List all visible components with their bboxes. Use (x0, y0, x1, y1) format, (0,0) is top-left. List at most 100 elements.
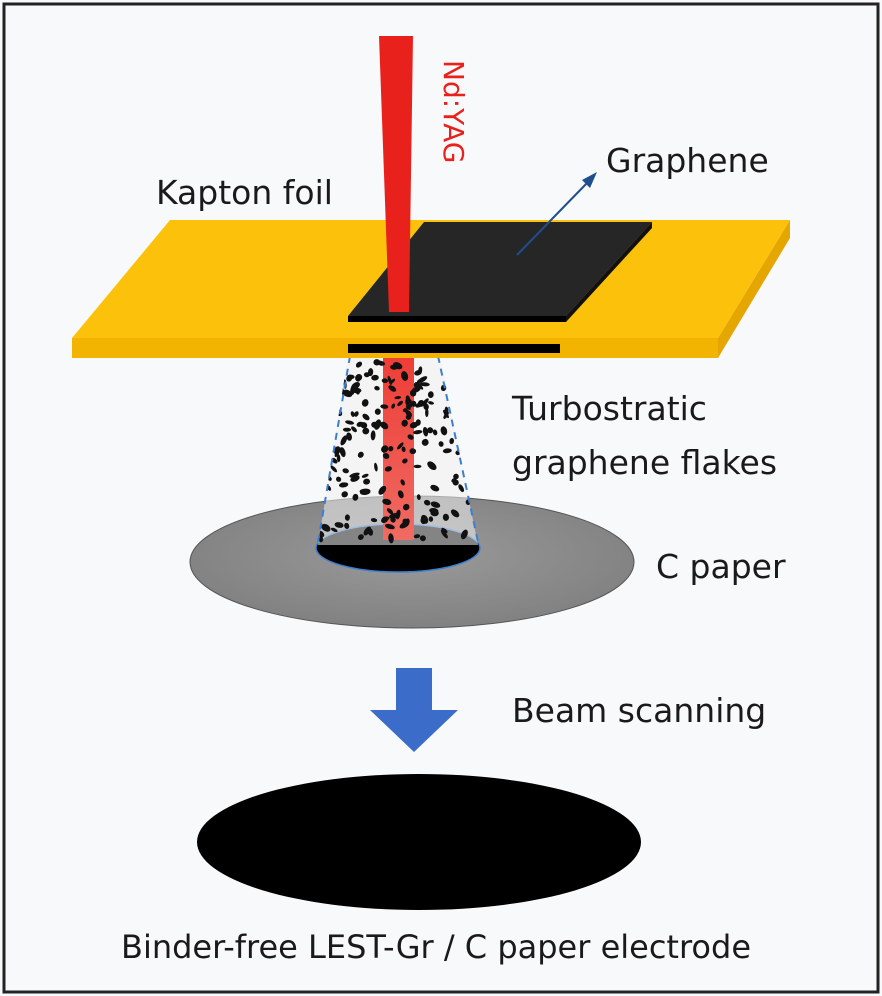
graphene-flake (402, 503, 410, 511)
graphene-flake (357, 451, 364, 458)
graphene-flake (389, 513, 400, 519)
graphene-flake (413, 464, 422, 469)
graphene-flake (449, 438, 455, 445)
graphene-flake (352, 493, 359, 501)
graphene-flake (363, 526, 372, 536)
graphene-flake (405, 395, 410, 402)
graphene-flake (425, 408, 429, 418)
cpaper-label: C paper (656, 547, 786, 586)
graphene-flake (382, 453, 390, 459)
graphene-flake (356, 421, 364, 427)
graphene-flake (419, 535, 426, 542)
graphene-flake (354, 411, 359, 417)
graphene-flake (409, 389, 417, 397)
graphene-flake (344, 522, 350, 529)
graphene-flake (417, 376, 428, 384)
graphene-flake (388, 533, 394, 544)
graphene-flake (444, 406, 449, 415)
graphene-flake (336, 476, 342, 482)
graphene-flake (374, 419, 382, 430)
graphene-flake (330, 465, 338, 473)
graphene-flake (338, 482, 349, 488)
graphene-flake (428, 401, 434, 405)
graphene-flake (346, 432, 352, 441)
graphene-patch-side (566, 222, 652, 322)
graphene-flake (345, 420, 355, 425)
graphene-flake (362, 427, 370, 435)
graphene-flake (411, 400, 417, 407)
graphene-flake (440, 529, 448, 539)
graphene-flake (422, 426, 429, 437)
graphene-flake (420, 514, 429, 524)
graphene-patch-edge (348, 316, 566, 322)
graphene-flake (458, 484, 465, 493)
graphene-flake (361, 399, 369, 407)
graphene-flake (336, 454, 341, 463)
graphene-flake (362, 413, 370, 421)
graphene-flake (380, 404, 389, 409)
graphene-flake (381, 378, 389, 384)
graphene-flake (342, 389, 353, 398)
graphene-flake (341, 491, 348, 498)
graphene-flake (397, 490, 404, 499)
down-arrow-icon (370, 668, 458, 752)
flake-cone (317, 348, 479, 545)
graphene-flake (417, 384, 424, 390)
graphene-flake (370, 518, 378, 523)
graphene-flake (330, 527, 338, 533)
graphene-flake (361, 473, 369, 478)
graphene-flake (342, 468, 349, 474)
graphene-flake (440, 426, 448, 436)
graphene-flake (418, 366, 423, 375)
graphene-flake (438, 441, 444, 447)
laser-beam-upper (379, 36, 413, 312)
graphene-flake (348, 374, 355, 379)
graphene-flake (407, 434, 414, 440)
flakes-label-line1: Turbostratic (511, 389, 707, 428)
graphene-flake (442, 448, 452, 454)
graphene-flake (397, 400, 403, 407)
graphene-flake (453, 473, 459, 480)
graphene-flake (416, 494, 421, 500)
graphene-flake (351, 387, 362, 394)
graphene-flake (357, 534, 364, 540)
graphene-flake (401, 371, 409, 381)
graphene-flake (378, 485, 387, 495)
electrode-disc (197, 774, 641, 910)
graphene-flake (409, 448, 417, 455)
graphene-label: Graphene (606, 141, 769, 180)
graphene-flake (423, 499, 431, 506)
graphene-flake (380, 421, 389, 430)
graphene-flake (342, 427, 352, 432)
graphene-flake (394, 396, 402, 400)
graphene-flake (427, 461, 437, 471)
graphene-flake (397, 442, 404, 450)
caption: Binder-free LEST-Gr / C paper electrode (121, 928, 751, 966)
graphene-flake (442, 513, 450, 521)
graphene-flake (401, 419, 408, 427)
graphene-flake (400, 479, 405, 486)
graphene-flake (371, 374, 379, 381)
graphene-flake (450, 509, 460, 518)
graphene-flake (384, 523, 395, 530)
graphene-pointer-arrow (516, 172, 597, 256)
graphene-flake (430, 501, 441, 508)
graphene-flake (384, 516, 390, 521)
graphene-flake (432, 429, 438, 436)
graphene-flake (355, 375, 361, 382)
graphene-flake (386, 508, 394, 515)
graphene-flake (427, 391, 434, 398)
graphene-patch (348, 222, 652, 316)
cone-edge-left (317, 355, 351, 543)
graphene-flake (413, 430, 423, 435)
graphene-flake (351, 426, 357, 433)
graphene-flake (415, 401, 424, 408)
scanning-label: Beam scanning (512, 691, 766, 730)
graphene-flake (340, 435, 348, 446)
graphene-flake (402, 458, 408, 464)
flakes-label-line2: graphene flakes (512, 443, 777, 482)
graphene-flake (350, 411, 355, 417)
graphene-flake (388, 385, 397, 392)
graphene-flake (373, 359, 381, 366)
